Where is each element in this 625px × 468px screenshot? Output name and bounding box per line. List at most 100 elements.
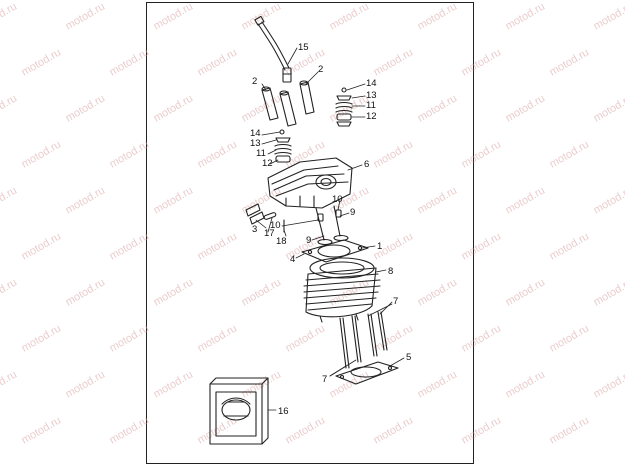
watermark-text: motod.ru [372, 138, 416, 170]
watermark-text: motod.ru [0, 0, 19, 32]
watermark-text: motod.ru [504, 368, 548, 400]
callout-12: 12 [262, 158, 273, 169]
watermark-text: motod.ru [108, 414, 152, 446]
part-valves [315, 205, 349, 246]
watermark-text: motod.ru [0, 92, 19, 124]
watermark-text: motod.ru [504, 276, 548, 308]
callout-14: 14 [366, 78, 377, 89]
callout-13: 13 [366, 90, 377, 101]
watermark-text: motod.ru [64, 368, 108, 400]
callout-18: 18 [276, 236, 287, 247]
watermark-text: motod.ru [504, 0, 548, 32]
watermark-text: motod.ru [372, 322, 416, 354]
callout-17: 17 [264, 228, 275, 239]
watermark-text: motod.ru [592, 0, 625, 32]
callout-5: 5 [406, 352, 411, 363]
watermark-text: motod.ru [240, 276, 284, 308]
watermark-text: motod.ru [108, 46, 152, 78]
watermark-text: motod.ru [108, 138, 152, 170]
watermark-text: motod.ru [64, 92, 108, 124]
watermark-text: motod.ru [460, 138, 504, 170]
watermark-text: motod.ru [372, 46, 416, 78]
watermark-text: motod.ru [152, 0, 196, 32]
callout-3: 3 [252, 224, 257, 235]
callout-2: 2 [318, 64, 323, 75]
watermark-text: motod.ru [152, 368, 196, 400]
leader-lines [255, 47, 405, 411]
callout-7: 7 [393, 296, 398, 307]
watermark-text: motod.ru [328, 0, 372, 32]
part-gasket-kit-box [209, 377, 269, 445]
callout-8: 8 [388, 266, 393, 277]
watermark-text: motod.ru [548, 138, 592, 170]
part-cylinder [303, 257, 381, 323]
watermark-text: motod.ru [460, 46, 504, 78]
watermark-text: motod.ru [416, 0, 460, 32]
watermark-text: motod.ru [416, 92, 460, 124]
watermark-text: motod.ru [284, 414, 328, 446]
watermark-text: motod.ru [504, 92, 548, 124]
watermark-text: motod.ru [20, 46, 64, 78]
watermark-text: motod.ru [0, 276, 19, 308]
callout-10: 10 [332, 194, 343, 205]
watermark-text: motod.ru [548, 46, 592, 78]
callout-10: 10 [270, 220, 281, 231]
watermark-text: motod.ru [240, 92, 284, 124]
watermark-text: motod.ru [592, 184, 625, 216]
diagram-frame [146, 2, 474, 464]
callout-11: 11 [256, 148, 266, 159]
watermark-text: motod.ru [592, 92, 625, 124]
watermark-text: motod.ru [20, 414, 64, 446]
callout-16: 16 [278, 406, 289, 417]
part-oil-line [254, 15, 292, 83]
callout-9: 9 [350, 207, 355, 218]
callout-7: 7 [322, 374, 327, 385]
watermark-text: motod.ru [0, 368, 19, 400]
part-valve-springs-right [335, 87, 353, 127]
watermark-text: motod.ru [548, 322, 592, 354]
callout-2: 2 [252, 76, 257, 87]
watermark-text: motod.ru [64, 184, 108, 216]
watermark-text: motod.ru [196, 322, 240, 354]
callout-15: 15 [298, 42, 309, 53]
callout-13: 13 [250, 138, 261, 149]
part-valve-springs-left [274, 129, 292, 163]
watermark-text: motod.ru [416, 184, 460, 216]
watermark-text: motod.ru [20, 138, 64, 170]
watermark-text: motod.ru [196, 46, 240, 78]
watermark-text: motod.ru [284, 138, 328, 170]
callout-9: 9 [306, 235, 311, 246]
watermark-text: motod.ru [592, 276, 625, 308]
watermark-text: motod.ru [460, 322, 504, 354]
watermark-text: motod.ru [548, 230, 592, 262]
watermark-text: motod.ru [592, 368, 625, 400]
part-base-gasket [335, 361, 399, 385]
watermark-text: motod.ru [152, 92, 196, 124]
callout-1: 1 [377, 241, 382, 252]
callout-12: 12 [366, 111, 377, 122]
watermark-text: motod.ru [504, 184, 548, 216]
watermark-text: motod.ru [284, 322, 328, 354]
watermark-text: motod.ru [108, 322, 152, 354]
watermark-text: motod.ru [0, 184, 19, 216]
watermark-text: motod.ru [196, 138, 240, 170]
watermark-text: motod.ru [152, 184, 196, 216]
part-pushrod-covers [261, 80, 315, 127]
watermark-text: motod.ru [108, 230, 152, 262]
watermark-text: motod.ru [416, 276, 460, 308]
watermark-text: motod.ru [416, 368, 460, 400]
watermark-text: motod.ru [64, 276, 108, 308]
callout-4: 4 [290, 254, 295, 265]
watermark-text: motod.ru [152, 276, 196, 308]
watermark-text: motod.ru [548, 414, 592, 446]
watermark-text: motod.ru [460, 230, 504, 262]
part-cylinder-studs [339, 311, 388, 369]
callout-14: 14 [250, 128, 261, 139]
callout-11: 11 [366, 100, 376, 111]
callout-6: 6 [364, 159, 369, 170]
watermark-text: motod.ru [64, 0, 108, 32]
